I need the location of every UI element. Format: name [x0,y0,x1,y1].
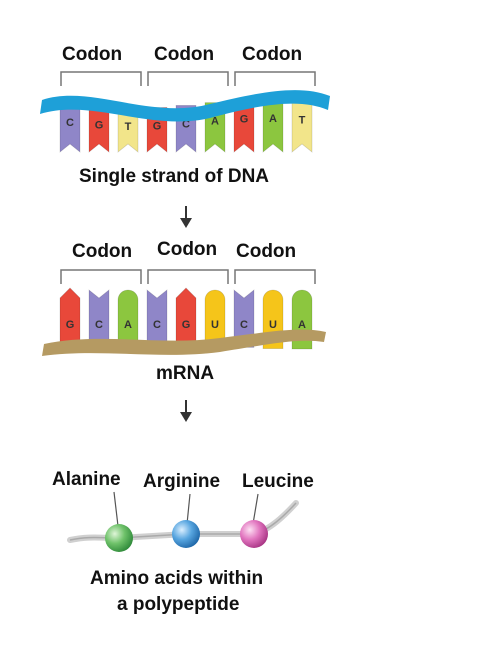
dna-base-letter: G [95,120,104,132]
dna-base-letter: C [66,117,74,129]
mrna-caption: mRNA [156,363,215,384]
mrna-base-5: U [204,289,226,346]
dna-base-8: T [291,101,313,153]
dna-base-letter: G [240,114,249,126]
polypeptide-caption-line2: a polypeptide [117,594,240,615]
mrna-codon-label-3: Codon [236,241,297,262]
dna-base-1: G [88,106,110,153]
mrna-base-4: G [175,287,197,345]
dna-codon-brackets [60,71,316,86]
dna-base-letter: T [125,121,132,133]
dna-base-0: C [59,103,81,153]
alanine-sphere [105,524,133,552]
dna-base-letter: A [211,116,219,128]
dna-base-letter: G [153,120,162,132]
dna-codon-label-1: Codon [62,44,123,65]
mrna-base-letter: U [269,319,277,331]
mrna-base-1: C [88,289,110,345]
dna-codon-label-3: Codon [242,44,303,65]
arrow-mrna-to-polypeptide [180,400,192,422]
dna-caption: Single strand of DNA [79,166,270,187]
mrna-base-letter: U [211,319,219,331]
polypeptide-caption-line1: Amino acids within [90,568,264,589]
mrna-codon-brackets [60,269,316,284]
mrna-base-letter: A [298,319,306,331]
mrna-base-letter: C [153,319,161,331]
mrna-base-0: G [59,287,81,347]
arginine-label: Arginine [143,471,221,492]
mrna-base-3: C [146,289,168,344]
dna-base-letter: C [182,118,190,130]
dna-base-letter: T [299,114,306,126]
dna-base-7: A [262,99,284,153]
mrna-base-2: A [117,289,139,344]
mrna-base-letter: G [66,319,75,331]
dna-base-letter: A [269,113,277,125]
mrna-base-letter: G [182,319,191,331]
mrna-base-letter: C [240,319,248,331]
mrna-codon-label-1: Codon [72,241,133,262]
dna-codon-label-2: Codon [154,44,215,65]
mrna-backbone [42,329,326,356]
leucine-sphere [240,520,268,548]
mrna-codon-label-2: Codon [157,239,218,260]
amino-acid-pointers [113,491,259,527]
arrow-dna-to-mrna [180,206,192,228]
arginine-sphere [172,520,200,548]
mrna-base-letter: C [95,319,103,331]
dna-backbone [40,90,330,122]
mrna-base-letter: A [124,319,132,331]
alanine-label: Alanine [52,469,121,490]
leucine-label: Leucine [242,471,314,492]
